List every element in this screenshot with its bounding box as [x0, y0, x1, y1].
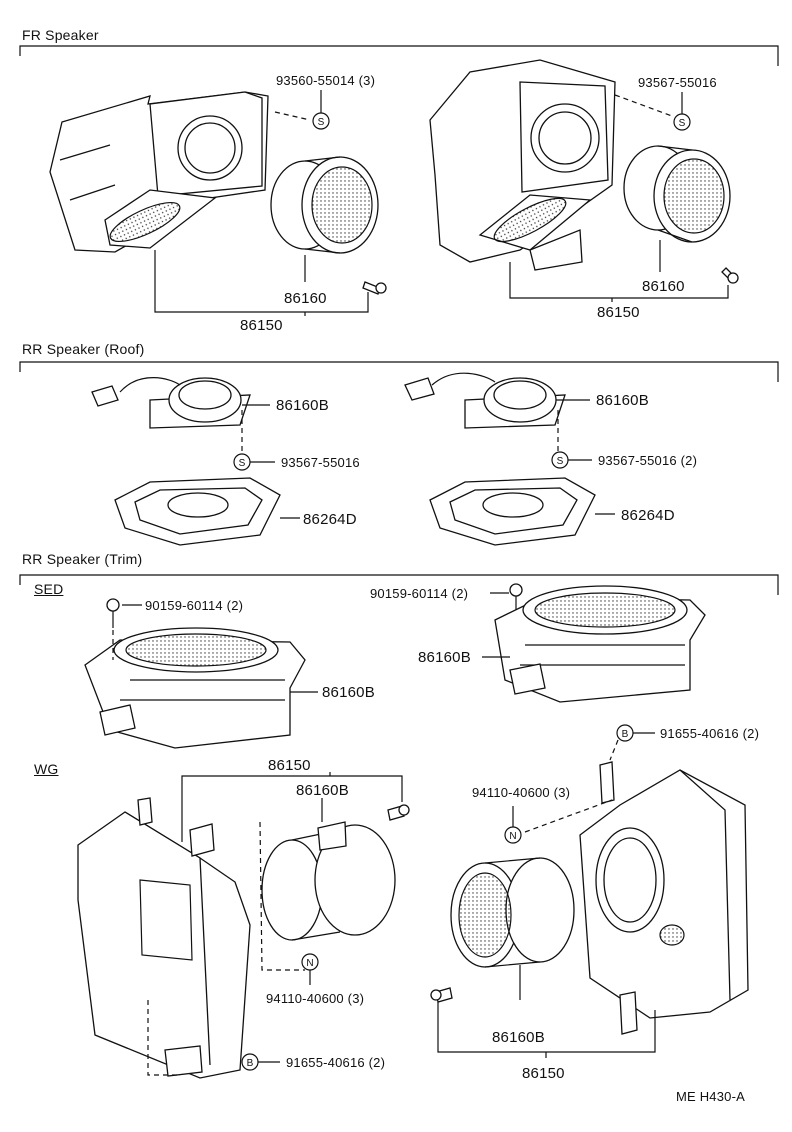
roof-right-s-symbol: S: [551, 399, 592, 469]
svg-text:S: S: [557, 456, 564, 467]
svg-text:S: S: [679, 118, 686, 129]
callout-wg-left-bolt: 91655-40616 (2): [286, 1055, 386, 1070]
sub-label-wg: WG: [34, 761, 59, 777]
callout-wg-right-speaker: 86160B: [492, 1029, 545, 1046]
callout-roof-right-screw: 93567-55016 (2): [598, 453, 698, 468]
roof-right-grille: [429, 477, 615, 546]
callout-roof-left-grille: 86264D: [303, 511, 357, 528]
wg-left-b-symbol: B: [147, 1000, 280, 1076]
diagram-code: ME H430-A: [676, 1089, 745, 1104]
callout-fr-left-speaker: 86160: [284, 290, 327, 307]
callout-wg-left-speaker: 86160B: [296, 782, 349, 799]
callout-sed-left-speaker: 86160B: [322, 684, 375, 701]
callout-sed-left-bolt: 90159-60114 (2): [145, 598, 244, 613]
callout-wg-right-bolt: 91655-40616 (2): [660, 726, 760, 741]
section-title-rr-trim: RR Speaker (Trim): [22, 551, 143, 567]
callout-roof-left-screw: 93567-55016: [281, 455, 360, 470]
roof-left-speaker: [91, 377, 251, 429]
callout-sed-right-bolt: 90159-60114 (2): [370, 586, 469, 601]
wg-right-box: [579, 761, 749, 1035]
callout-fr-left-screw: 93560-55014 (3): [276, 73, 376, 88]
wg-left-box: [77, 797, 251, 1079]
fr-left-bracket-housing: [49, 91, 269, 253]
svg-text:N: N: [509, 831, 516, 842]
callout-fr-right-speaker: 86160: [642, 278, 685, 295]
sed-left-speaker: [84, 627, 306, 749]
callout-wg-left-assy: 86150: [268, 757, 311, 774]
wg-right-n-symbol: N: [504, 799, 613, 844]
roof-left-grille: [114, 477, 300, 546]
section-title-fr: FR Speaker: [22, 27, 99, 43]
roof-right-speaker: [404, 372, 566, 429]
section-bracket-trim: [19, 574, 779, 595]
wg-left-screw: [387, 804, 410, 821]
svg-text:N: N: [306, 958, 313, 969]
wg-left-n-symbol: N: [259, 821, 319, 985]
callout-roof-right-speaker: 86160B: [596, 392, 649, 409]
section-title-rr-roof: RR Speaker (Roof): [22, 341, 145, 357]
svg-text:B: B: [622, 729, 629, 740]
svg-text:B: B: [247, 1058, 254, 1069]
fr-right-s-symbol: S: [614, 92, 691, 131]
wg-left-speaker: [261, 821, 396, 941]
fr-left-speaker: [270, 156, 379, 254]
wg-left-leaders: [181, 772, 403, 842]
wg-right-speaker: [450, 857, 575, 968]
fr-right-bracket-housing: [429, 59, 616, 271]
fr-right-screw: [721, 267, 739, 284]
fr-right-leaders: [509, 240, 729, 302]
callout-roof-right-grille: 86264D: [621, 507, 675, 524]
section-bracket-fr: [19, 45, 779, 66]
sed-right-speaker: [494, 585, 706, 703]
callout-wg-left-nut: 94110-40600 (3): [266, 991, 365, 1006]
callout-fr-right-screw: 93567-55016: [638, 75, 717, 90]
callout-fr-right-assy: 86150: [597, 304, 640, 321]
roof-left-s-symbol: S: [233, 404, 275, 471]
wg-right-leaders: [437, 965, 656, 1058]
callout-fr-left-assy: 86150: [240, 317, 283, 334]
section-bracket-roof: [19, 361, 779, 382]
fr-left-s-symbol: S: [274, 90, 330, 130]
wg-right-b-symbol: B: [609, 724, 655, 761]
fr-right-speaker: [623, 145, 731, 243]
fr-left-screw: [362, 281, 387, 295]
sed-left-bolt: [106, 598, 142, 660]
callout-sed-right-speaker: 86160B: [418, 649, 471, 666]
fr-left-leaders: [154, 250, 369, 316]
callout-wg-right-nut: 94110-40600 (3): [472, 785, 571, 800]
callout-wg-right-assy: 86150: [522, 1065, 565, 1082]
sed-right-bolt: [490, 583, 523, 610]
wg-right-screw: [430, 987, 453, 1003]
svg-text:S: S: [318, 117, 325, 128]
sub-label-sed: SED: [34, 581, 64, 597]
svg-text:S: S: [239, 458, 246, 469]
callout-roof-left-speaker: 86160B: [276, 397, 329, 414]
